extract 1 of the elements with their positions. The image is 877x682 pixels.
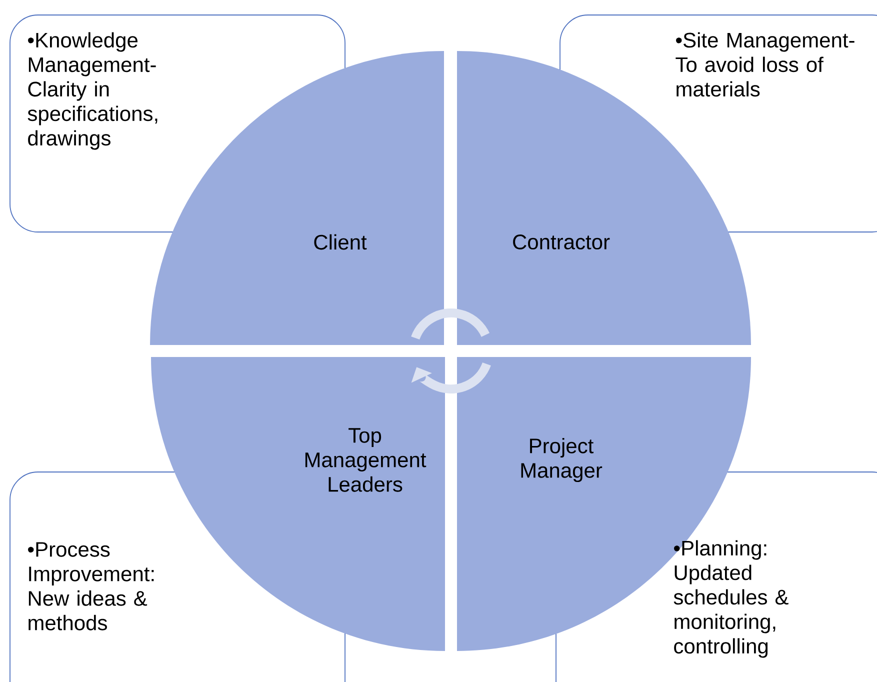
bullet-text: •Process Improvement: New ideas & methods bbox=[28, 542, 154, 630]
